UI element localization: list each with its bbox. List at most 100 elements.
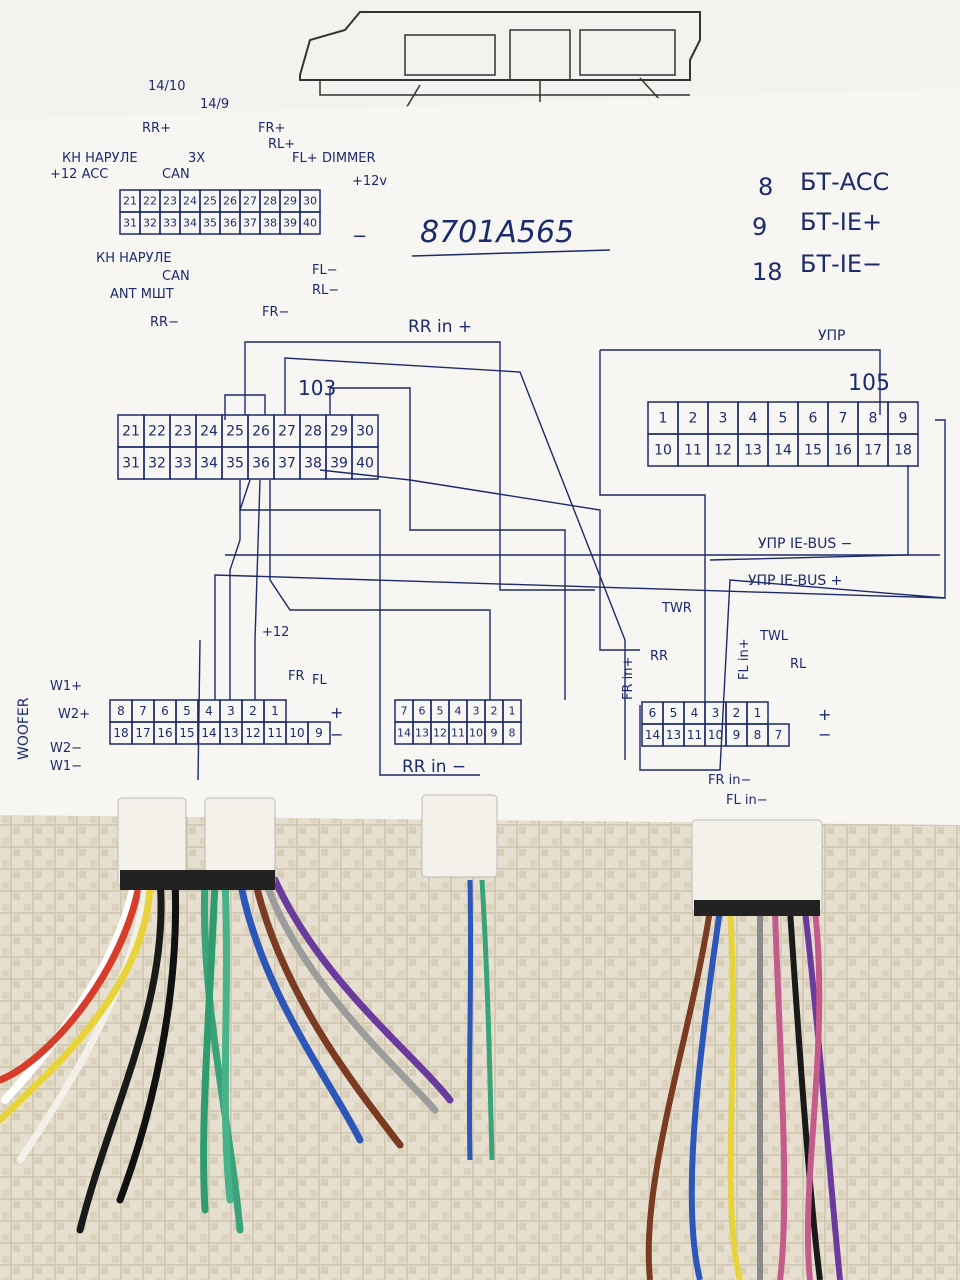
label-ant-mshch: ANT МШТ: [110, 287, 174, 302]
pin-number: 39: [283, 217, 297, 230]
pin-legend: 8 БТ-ACC 9 БТ-IE+ 18 БТ-IE−: [752, 168, 889, 286]
label-dimmer: DIMMER: [322, 151, 376, 166]
main-paper-sheet: [0, 88, 960, 825]
pin-number: 31: [123, 217, 137, 230]
bus-minus-label: УПР IE-BUS −: [758, 536, 852, 552]
harness-right-connector: [691, 819, 823, 916]
pin-number: 27: [278, 424, 296, 440]
pin-number: 40: [303, 217, 317, 230]
harness-left-connector: [117, 797, 276, 890]
legend-label-18: БТ-IE−: [800, 250, 882, 278]
pin-number: 11: [687, 728, 702, 742]
front-twl: TWL: [759, 629, 789, 644]
connector-105-label: УПР: [818, 328, 846, 344]
pin-number: 1: [754, 706, 762, 720]
pin-number: 6: [419, 705, 426, 718]
front-fl-in-minus: FL in−: [726, 793, 768, 808]
pin-number: 17: [135, 726, 150, 740]
label-rl-plus: RL+: [268, 137, 295, 152]
pin-number: 10: [654, 443, 672, 459]
pin-number: 15: [804, 443, 822, 459]
pin-number: 9: [491, 727, 498, 740]
part-number: 8701A565: [420, 215, 574, 250]
pin-number: 39: [330, 456, 348, 472]
front-fr-in-minus: FR in−: [708, 773, 751, 788]
pin-number: 3: [719, 411, 728, 427]
pin-number: 4: [205, 704, 213, 718]
pin-number: 18: [113, 726, 128, 740]
label-fr-minus: FR−: [262, 305, 289, 320]
pin-number: 17: [864, 443, 882, 459]
pin-number: 5: [183, 704, 191, 718]
label-kn-narule-bottom: КН НАРУЛЕ: [96, 251, 172, 266]
pin-number: 9: [733, 728, 741, 742]
pin-number: 8: [869, 411, 878, 427]
label-kn-narule: КН НАРУЛЕ: [62, 151, 138, 166]
pin-number: 5: [779, 411, 788, 427]
pin-number: 2: [733, 706, 741, 720]
pin-number: 29: [283, 195, 297, 208]
pin-number: 30: [303, 195, 317, 208]
rr-in-plus-label: RR in +: [408, 317, 472, 337]
pin-number: 35: [226, 456, 244, 472]
label-fl-minus: FL−: [312, 263, 338, 278]
woofer-plus-12: +12: [262, 625, 289, 640]
woofer-plus: +: [330, 703, 343, 722]
legend-label-9: БТ-IE+: [800, 208, 882, 236]
woofer-fr: FR: [288, 669, 305, 684]
pin-number: 6: [649, 706, 657, 720]
pin-number: 23: [174, 424, 192, 440]
label-14-10: 14/10: [148, 79, 185, 94]
pin-number: 34: [183, 217, 197, 230]
pin-number: 2: [491, 705, 498, 718]
front-fl-in-plus: FL in+: [737, 638, 752, 680]
pin-number: 1: [659, 411, 668, 427]
pin-number: 11: [684, 443, 702, 459]
pin-number: 24: [183, 195, 197, 208]
pin-number: 22: [143, 195, 157, 208]
pin-number: 32: [148, 456, 166, 472]
pin-number: 11: [267, 726, 282, 740]
pin-number: 36: [252, 456, 270, 472]
pin-number: 3: [227, 704, 235, 718]
woofer-w1-plus: W1+: [50, 679, 82, 694]
pin-number: 13: [744, 443, 762, 459]
pin-number: 10: [469, 727, 483, 740]
pin-number: 13: [666, 728, 681, 742]
front-twr: TWR: [661, 601, 692, 616]
pin-number: 7: [839, 411, 848, 427]
pin-number: 14: [645, 728, 660, 742]
pin-number: 7: [775, 728, 783, 742]
pin-number: 23: [163, 195, 177, 208]
part-number-block: 8701A565: [411, 215, 611, 257]
label-rl-minus: RL−: [312, 283, 339, 298]
front-plus: +: [818, 705, 831, 724]
pin-number: 5: [437, 705, 444, 718]
pin-number: 10: [289, 726, 304, 740]
small-connector-minus: −: [352, 226, 367, 247]
front-fr-in-plus: FR in+: [621, 657, 636, 700]
pin-number: 15: [179, 726, 194, 740]
pin-number: 2: [689, 411, 698, 427]
pin-number: 28: [263, 195, 277, 208]
label-12-acc: +12 ACC: [50, 167, 108, 182]
pin-number: 12: [245, 726, 260, 740]
label-rr-minus: RR−: [150, 315, 179, 330]
harness-middle-connector: [421, 794, 498, 878]
pin-number: 25: [226, 424, 244, 440]
pin-cell: [307, 721, 331, 745]
pin-number: 8: [754, 728, 762, 742]
pin-number: 14: [774, 443, 792, 459]
legend-label-8: БТ-ACC: [800, 168, 889, 196]
pin-number: 3: [473, 705, 480, 718]
pin-cell: [351, 446, 379, 480]
connector-103-id: 103: [298, 376, 336, 400]
pin-number: 38: [304, 456, 322, 472]
label-3x: 3X: [188, 151, 205, 166]
label-can: CAN: [162, 167, 190, 182]
pin-number: 1: [509, 705, 516, 718]
pin-number: 21: [123, 195, 137, 208]
harness-left-wires: [0, 876, 454, 1234]
